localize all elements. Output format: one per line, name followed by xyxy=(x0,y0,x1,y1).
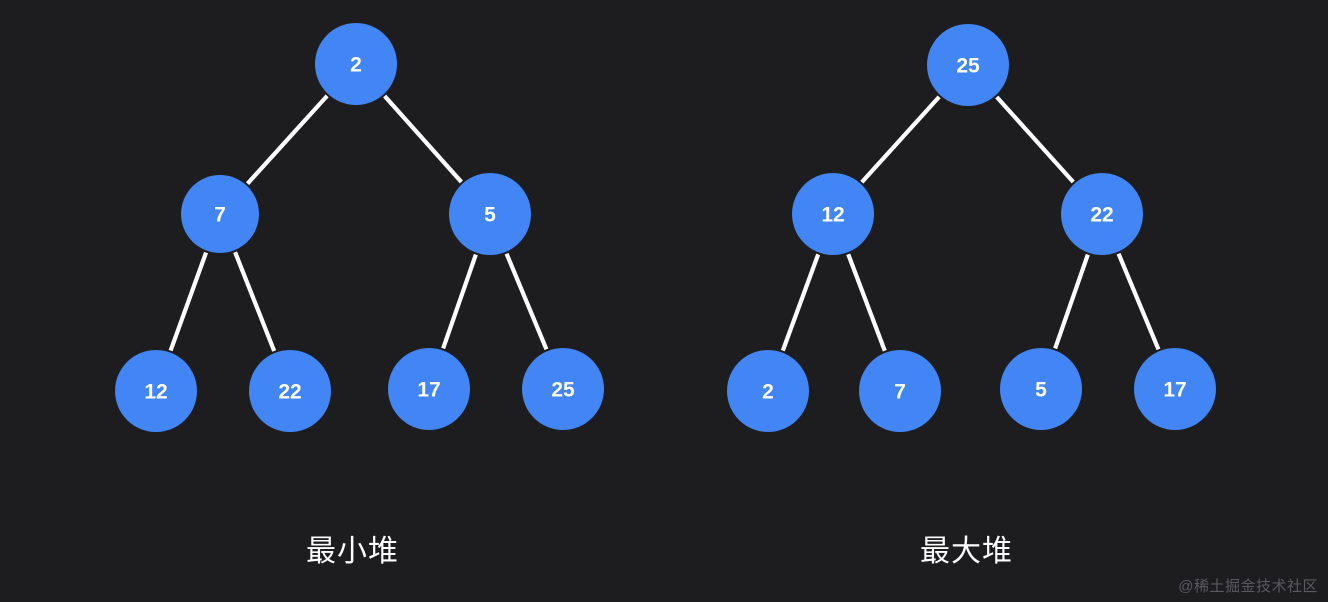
tree-node-label: 12 xyxy=(821,204,844,227)
tree-node-circle xyxy=(388,348,470,430)
tree-node-label: 7 xyxy=(214,204,226,227)
tree-node: 12 xyxy=(115,350,197,432)
watermark: @稀土掘金技术社区 xyxy=(1178,578,1318,595)
tree-edge xyxy=(846,253,887,352)
tree-node-label: 17 xyxy=(417,379,440,402)
tree-node-label: 25 xyxy=(956,55,980,78)
tree-node: 17 xyxy=(1134,348,1216,430)
tree-node-circle xyxy=(727,350,809,432)
tree-edge xyxy=(1116,252,1161,351)
tree-edge xyxy=(504,252,549,351)
tree-edge xyxy=(168,251,209,352)
max-heap-caption: 最大堆 xyxy=(920,535,1013,568)
tree-node-circle xyxy=(522,348,604,430)
tree-edge xyxy=(780,253,821,352)
tree-edge xyxy=(245,94,329,186)
tree-node: 22 xyxy=(1061,173,1143,255)
tree-node: 2 xyxy=(315,23,397,105)
tree-node-label: 22 xyxy=(1090,204,1113,227)
tree-node-circle xyxy=(859,350,941,432)
tree-node: 25 xyxy=(522,348,604,430)
tree-node: 22 xyxy=(249,350,331,432)
tree-node-label: 25 xyxy=(551,379,575,402)
tree-node-circle xyxy=(927,24,1009,106)
tree-node-label: 2 xyxy=(762,381,774,404)
tree-node: 5 xyxy=(449,173,531,255)
min-heap-caption: 最小堆 xyxy=(306,535,399,568)
tree-node-label: 12 xyxy=(144,381,167,404)
tree-node: 7 xyxy=(181,175,259,253)
tree-node-circle xyxy=(1134,348,1216,430)
tree-node: 5 xyxy=(1000,348,1082,430)
tree-node-label: 17 xyxy=(1163,379,1186,402)
tree-edge xyxy=(1053,253,1090,350)
tree-node: 12 xyxy=(792,173,874,255)
tree-edge xyxy=(995,95,1075,184)
edges-layer xyxy=(168,94,1161,352)
tree-node-label: 5 xyxy=(1035,379,1047,402)
tree-node-label: 22 xyxy=(278,381,301,404)
tree-node-circle xyxy=(1061,173,1143,255)
tree-node-circle xyxy=(249,350,331,432)
tree-node: 7 xyxy=(859,350,941,432)
tree-node-label: 2 xyxy=(350,54,362,77)
tree-node-circle xyxy=(792,173,874,255)
tree-node: 25 xyxy=(927,24,1009,106)
tree-edge xyxy=(860,95,941,184)
tree-node-circle xyxy=(449,173,531,255)
tree-edge xyxy=(383,94,463,184)
tree-node: 2 xyxy=(727,350,809,432)
tree-node-label: 7 xyxy=(894,381,906,404)
tree-node-circle xyxy=(181,175,259,253)
tree-node-circle xyxy=(1000,348,1082,430)
tree-node-circle xyxy=(315,23,397,105)
tree-edge xyxy=(441,253,478,350)
tree-node-label: 5 xyxy=(484,204,496,227)
tree-node: 17 xyxy=(388,348,470,430)
tree-node-circle xyxy=(115,350,197,432)
tree-edge xyxy=(233,251,277,352)
